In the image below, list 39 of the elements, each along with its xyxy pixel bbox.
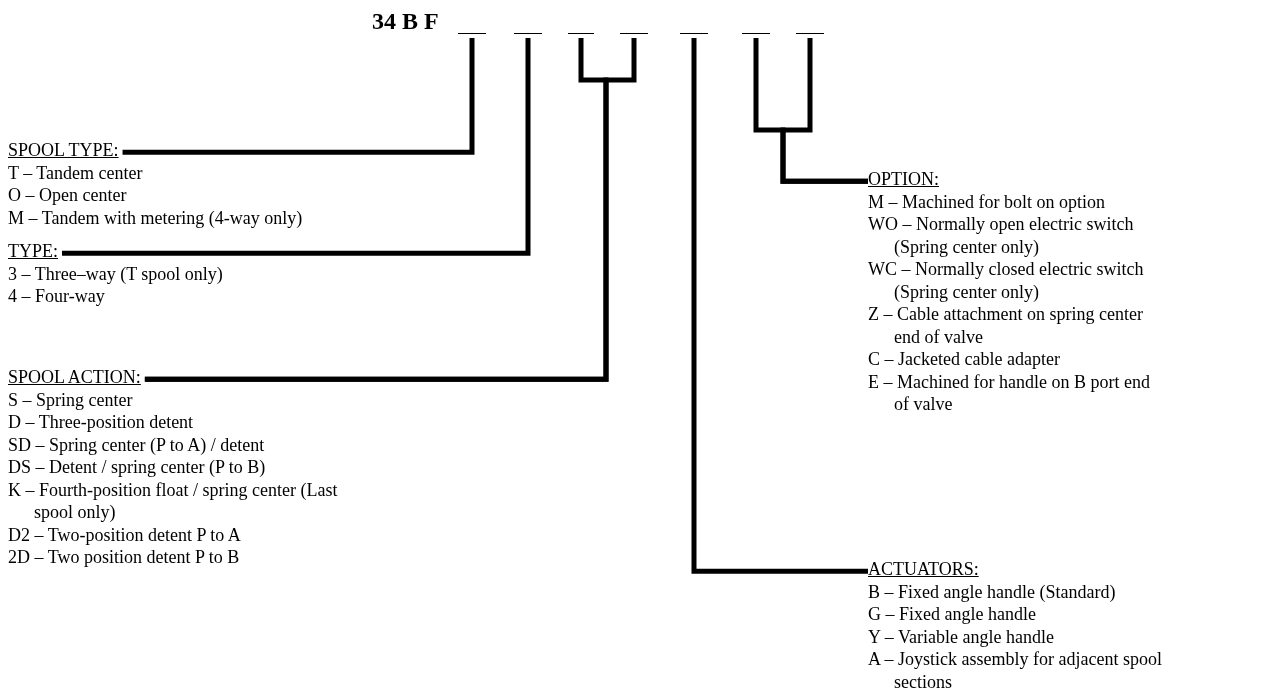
section-heading: ACTUATORS: bbox=[868, 558, 979, 581]
blank-line bbox=[680, 33, 708, 34]
code-option-text: 2D – Two position detent P to B bbox=[8, 546, 241, 569]
leader-line bbox=[691, 38, 868, 574]
code-option-text: SD – Spring center (P to A) / detent bbox=[8, 433, 266, 456]
model-code-text: 34 B F bbox=[372, 8, 439, 35]
code-option-text: S – Spring center bbox=[8, 388, 134, 411]
code-option-text: WC – Normally closed electric switch (Spring center only) bbox=[868, 258, 1145, 303]
blank-line bbox=[458, 33, 486, 34]
code-option-text: T – Tandem center bbox=[8, 161, 144, 184]
section-heading: SPOOL ACTION: bbox=[8, 366, 141, 389]
code-option-text: E – Machined for handle on B port end of valve bbox=[868, 370, 1151, 416]
code-option-text: M – Machined for bolt on option bbox=[868, 190, 1106, 213]
code-option-text: B – Fixed angle handle (Standard) bbox=[868, 580, 1117, 603]
blank-line bbox=[514, 33, 542, 34]
section-heading: SPOOL TYPE: bbox=[8, 139, 119, 162]
code-option-text: C – Jacketed cable adapter bbox=[868, 348, 1061, 371]
code-option-text: K – Fourth-position float / spring center (Last spool only) bbox=[8, 478, 339, 524]
leader-line bbox=[122, 38, 475, 155]
code-option-text: A – Joystick assembly for adjacent spool sections bbox=[868, 648, 1163, 692]
leader-line bbox=[780, 38, 868, 184]
code-option-text: 3 – Three–way (T spool only) bbox=[8, 262, 224, 285]
code-option-text: DS – Detent / spring center (P to B) bbox=[8, 456, 267, 479]
section-heading: OPTION: bbox=[868, 168, 939, 191]
code-option-text: M – Tandem with metering (4-way only) bbox=[8, 206, 304, 229]
code-option-text: Z – Cable attachment on spring center end of valve bbox=[868, 303, 1144, 348]
blank-line bbox=[796, 33, 824, 34]
leader-line bbox=[62, 38, 531, 256]
blank-line bbox=[568, 33, 594, 34]
code-option-text: G – Fixed angle handle bbox=[868, 603, 1037, 626]
blank-line bbox=[620, 33, 648, 34]
code-option-text: WO – Normally open electric switch (Spring center only) bbox=[868, 213, 1135, 258]
code-option-text: O – Open center bbox=[8, 184, 128, 207]
code-option-text: 4 – Four-way bbox=[8, 285, 106, 308]
blank-line bbox=[742, 33, 770, 34]
code-option-text: Y – Variable angle handle bbox=[868, 625, 1055, 648]
code-option-text: D – Three-position detent bbox=[8, 411, 195, 434]
section-heading: TYPE: bbox=[8, 240, 58, 263]
code-option-text: D2 – Two-position detent P to A bbox=[8, 523, 242, 546]
